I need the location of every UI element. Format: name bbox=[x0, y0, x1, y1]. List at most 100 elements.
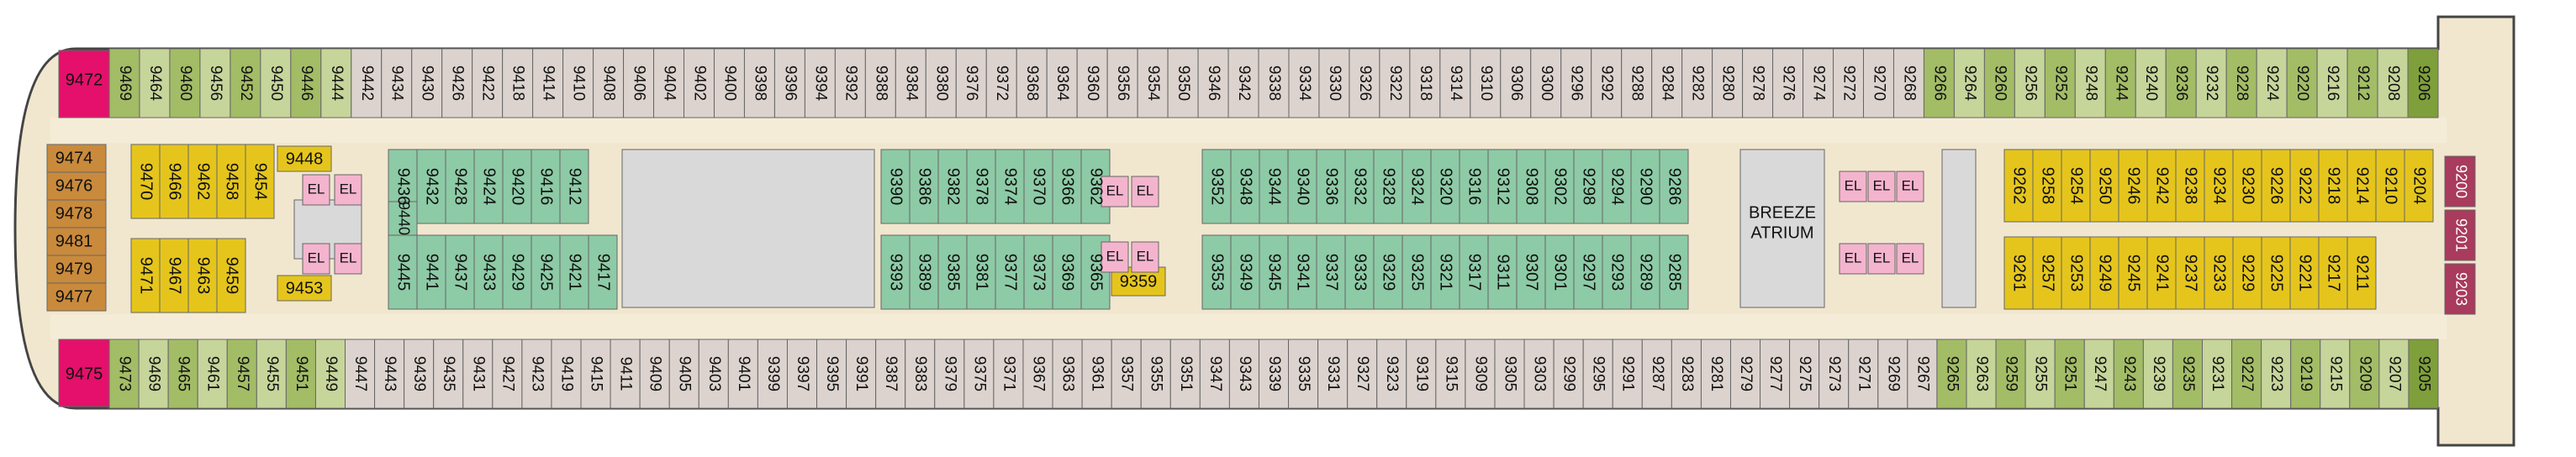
cabin-number: 9237 bbox=[2182, 255, 2200, 292]
cabin-number: 9212 bbox=[2354, 66, 2372, 101]
top-outer-cabin bbox=[1046, 48, 1078, 118]
cabin-number: 9337 bbox=[1322, 254, 1341, 292]
bottom-outer-cabin bbox=[2231, 339, 2262, 409]
cabin-number: 9232 bbox=[2203, 66, 2220, 101]
inner-center-cabin bbox=[1023, 234, 1053, 310]
bottom-outer-cabin bbox=[580, 339, 611, 409]
cabin-number: 9318 bbox=[1417, 66, 1434, 101]
bottom-outer-cabin bbox=[727, 339, 758, 409]
bottom-outer-cabin bbox=[1877, 339, 1908, 409]
inner-fwd-cabin bbox=[1344, 234, 1375, 310]
cabin-number: 9217 bbox=[2325, 255, 2343, 292]
cabin-number: 9374 bbox=[1001, 168, 1020, 206]
inner-aft-cabin bbox=[187, 238, 218, 313]
inner-center-cabin bbox=[909, 149, 939, 224]
cabin-number: 9416 bbox=[537, 168, 556, 206]
cabin-number: 9210 bbox=[2382, 167, 2400, 205]
inner-bow-cabin bbox=[2232, 236, 2262, 310]
cabin-number: 9305 bbox=[1501, 356, 1518, 391]
inner-bow-cabin bbox=[2261, 236, 2291, 310]
cabin-number: 9427 bbox=[499, 356, 516, 391]
cabin-number: 9319 bbox=[1412, 356, 1430, 391]
cabin-number: 9207 bbox=[2385, 356, 2403, 391]
cabin-number: 9338 bbox=[1265, 66, 1283, 101]
corridor-top bbox=[50, 118, 2447, 143]
inner-bow-cabin bbox=[2346, 149, 2377, 223]
cabin-number: 9400 bbox=[721, 66, 738, 101]
cabin-number: 9239 bbox=[2150, 356, 2167, 391]
cabin-number: 9206 bbox=[2415, 66, 2432, 101]
cabin-number: 9249 bbox=[2096, 255, 2114, 292]
cabin-number: 9361 bbox=[1089, 356, 1106, 391]
cabin-number: 9264 bbox=[1961, 66, 1978, 102]
cabin-number: 9439 bbox=[410, 356, 428, 391]
cabin-number: 9369 bbox=[1058, 254, 1077, 292]
cabin-number: 9418 bbox=[509, 66, 527, 101]
inner-fwd-cabin bbox=[1544, 234, 1575, 310]
top-outer-cabin bbox=[562, 48, 594, 118]
cabin-number: 9208 bbox=[2384, 66, 2402, 101]
cabin-number: 9317 bbox=[1465, 254, 1484, 292]
cabin-number: 9464 bbox=[146, 66, 164, 102]
elevator-label: EL bbox=[340, 181, 357, 197]
cabin-number: 9445 bbox=[394, 254, 413, 292]
inner-center-cabin bbox=[1052, 149, 1082, 224]
cabin-number: 9431 bbox=[469, 356, 487, 391]
cabin-number: 9398 bbox=[751, 66, 768, 101]
cabin-number: 9348 bbox=[1237, 168, 1255, 206]
bottom-outer-cabin bbox=[1111, 339, 1142, 409]
cabin-number: 9403 bbox=[705, 356, 723, 391]
cabin-number: 9285 bbox=[1665, 254, 1684, 292]
top-outer-cabin bbox=[1560, 48, 1592, 118]
inner-fwd-cabin bbox=[1459, 149, 1489, 224]
top-outer-cabin bbox=[1833, 48, 1864, 118]
inner-aft-cabin bbox=[159, 238, 189, 313]
inner-mid-cabin bbox=[445, 234, 475, 310]
cabin-number: 9408 bbox=[600, 66, 618, 101]
cabin-number: 9478 bbox=[55, 204, 93, 223]
bottom-outer-cabin bbox=[345, 339, 376, 409]
cabin-number: 9365 bbox=[1087, 254, 1106, 292]
bottom-outer-cabin bbox=[374, 339, 405, 409]
cabin-number: 9354 bbox=[1144, 66, 1162, 102]
aft-suite-cabin bbox=[46, 255, 107, 284]
cabin-number: 9216 bbox=[2324, 66, 2341, 101]
cabin-number: 9423 bbox=[528, 356, 546, 391]
cabin-number: 9394 bbox=[811, 66, 829, 102]
cabin-number: 9343 bbox=[1236, 356, 1254, 391]
top-outer-cabin bbox=[1953, 48, 1985, 118]
top-outer-cabin bbox=[834, 48, 866, 118]
inner-aft-cabin bbox=[130, 238, 161, 313]
cabin-number: 9404 bbox=[661, 66, 678, 102]
inner-bow-cabin bbox=[2232, 149, 2262, 223]
cabin-number: 9396 bbox=[781, 66, 799, 101]
cabin-number: 9236 bbox=[2172, 66, 2190, 101]
cabin-number: 9420 bbox=[509, 168, 527, 206]
cabin-number: 9288 bbox=[1628, 66, 1646, 101]
cabin-number: 9325 bbox=[1408, 254, 1427, 292]
cabin-number: 9306 bbox=[1507, 66, 1525, 101]
cabin-number: 9300 bbox=[1538, 66, 1555, 101]
inner-bow-cabin bbox=[2175, 236, 2205, 310]
cabin-number: 9476 bbox=[55, 176, 93, 195]
cabin-number: 9273 bbox=[1825, 356, 1843, 391]
bottom-outer-cabin bbox=[1907, 339, 1938, 409]
cabin-number: 9368 bbox=[1023, 66, 1041, 101]
cabin-number: 9448 bbox=[286, 150, 324, 168]
bottom-outer-cabin bbox=[2290, 339, 2321, 409]
bow-cabin bbox=[2444, 209, 2476, 261]
bottom-outer-cabin bbox=[993, 339, 1024, 409]
top-outer-cabin bbox=[1288, 48, 1320, 118]
inner-fwd-cabin bbox=[1230, 234, 1260, 310]
inner-center-cabin bbox=[909, 234, 939, 310]
top-outer-cabin bbox=[1500, 48, 1532, 118]
cabin-number: 9260 bbox=[1991, 66, 2009, 101]
cabin-number: 9283 bbox=[1678, 356, 1696, 391]
cabin-number: 9392 bbox=[842, 66, 859, 101]
inner-bow-cabin bbox=[2118, 236, 2148, 310]
cabin-number: 9461 bbox=[204, 356, 222, 391]
cabin-number: 9458 bbox=[223, 163, 241, 201]
cabin-number: 9409 bbox=[647, 356, 664, 391]
cabin-number: 9314 bbox=[1447, 66, 1465, 102]
elevator-label: EL bbox=[1845, 177, 1862, 193]
